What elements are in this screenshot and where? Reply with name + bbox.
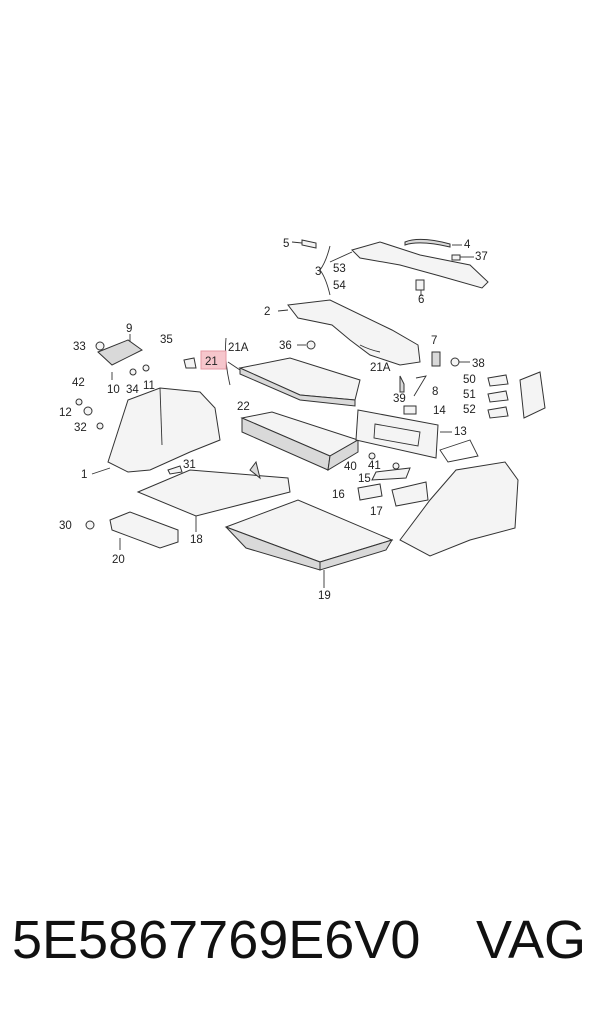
part-9-bracket bbox=[97, 334, 143, 366]
callout-17: 17 bbox=[370, 506, 383, 518]
callout-54: 54 bbox=[333, 280, 346, 292]
part-14 bbox=[403, 405, 417, 415]
part-3-trim bbox=[319, 241, 489, 296]
callout-53: 53 bbox=[333, 263, 346, 275]
callout-22: 22 bbox=[237, 401, 250, 413]
part-34 bbox=[129, 368, 137, 376]
part-33-clip bbox=[95, 341, 105, 351]
callout-18: 18 bbox=[190, 534, 203, 546]
callout-8: 8 bbox=[432, 386, 438, 398]
part-20-bracket bbox=[109, 511, 179, 550]
callout-38: 38 bbox=[472, 358, 485, 370]
part-number: 5E5867769E6V0 bbox=[12, 910, 421, 970]
part-42 bbox=[75, 398, 83, 406]
part-15 bbox=[371, 467, 411, 481]
callout-21a-top: 21A bbox=[228, 342, 249, 354]
part-5-pin bbox=[291, 239, 317, 249]
callout-6: 6 bbox=[418, 294, 424, 306]
callout-20: 20 bbox=[112, 554, 125, 566]
callout-37: 37 bbox=[475, 251, 488, 263]
vent-group bbox=[487, 371, 546, 419]
callout-4: 4 bbox=[464, 239, 471, 251]
callout-32: 32 bbox=[74, 422, 87, 434]
part-35 bbox=[183, 357, 197, 369]
part-7 bbox=[431, 351, 441, 367]
callout-2: 2 bbox=[264, 306, 270, 318]
part-1-side-trim bbox=[91, 387, 221, 475]
callout-21a-right: 21A bbox=[370, 362, 391, 374]
callout-36: 36 bbox=[279, 340, 292, 352]
part-right-trim bbox=[399, 439, 519, 557]
callout-50: 50 bbox=[463, 374, 476, 386]
part-21-highlight bbox=[200, 350, 227, 370]
callout-40: 40 bbox=[344, 461, 357, 473]
part-38-clip bbox=[450, 357, 460, 367]
part-31 bbox=[167, 465, 183, 475]
part-17 bbox=[391, 481, 429, 507]
part-21-cover bbox=[225, 337, 361, 407]
part-22-tray bbox=[240, 411, 360, 471]
part-30 bbox=[85, 520, 95, 530]
callout-7: 7 bbox=[431, 335, 437, 347]
callout-10: 10 bbox=[107, 384, 120, 396]
callout-39: 39 bbox=[393, 393, 406, 405]
callout-9: 9 bbox=[126, 323, 132, 335]
part-32 bbox=[96, 422, 104, 430]
part-12-clip bbox=[83, 406, 93, 416]
part-18-mat bbox=[136, 460, 291, 532]
part-40 bbox=[368, 452, 376, 460]
callout-14: 14 bbox=[433, 405, 446, 417]
callout-52: 52 bbox=[463, 404, 476, 416]
parts-diagram: 5 4 37 3 53 54 6 2 9 35 33 36 21A 7 21 3… bbox=[59, 238, 546, 602]
callout-3: 3 bbox=[315, 266, 321, 278]
callout-1: 1 bbox=[81, 469, 87, 481]
callout-5: 5 bbox=[283, 238, 289, 250]
callout-12: 12 bbox=[59, 407, 72, 419]
callout-13: 13 bbox=[454, 426, 467, 438]
part-19-floor bbox=[224, 499, 394, 588]
callout-19: 19 bbox=[318, 590, 331, 602]
part-11 bbox=[142, 364, 150, 372]
callout-30: 30 bbox=[59, 520, 72, 532]
callout-11: 11 bbox=[143, 380, 155, 392]
callout-21: 21 bbox=[205, 356, 218, 368]
footer: 5E5867769E6V0 VAG bbox=[0, 900, 600, 980]
brand-label: VAG bbox=[475, 910, 586, 970]
part-2-shelf bbox=[277, 299, 421, 366]
callout-35: 35 bbox=[160, 334, 173, 346]
callout-31: 31 bbox=[183, 459, 196, 471]
part-39 bbox=[399, 375, 405, 393]
callout-42: 42 bbox=[72, 377, 85, 389]
part-13-panel bbox=[355, 409, 452, 459]
part-16 bbox=[357, 483, 383, 501]
callout-41: 41 bbox=[368, 460, 381, 472]
callout-34: 34 bbox=[126, 384, 139, 396]
callout-33: 33 bbox=[73, 341, 86, 353]
callout-15: 15 bbox=[358, 473, 371, 485]
part-4-strip bbox=[404, 238, 462, 248]
part-36-clip bbox=[297, 340, 316, 350]
callout-16: 16 bbox=[332, 489, 345, 501]
callout-51: 51 bbox=[463, 389, 476, 401]
part-41 bbox=[392, 462, 400, 470]
part-8 bbox=[413, 375, 427, 397]
